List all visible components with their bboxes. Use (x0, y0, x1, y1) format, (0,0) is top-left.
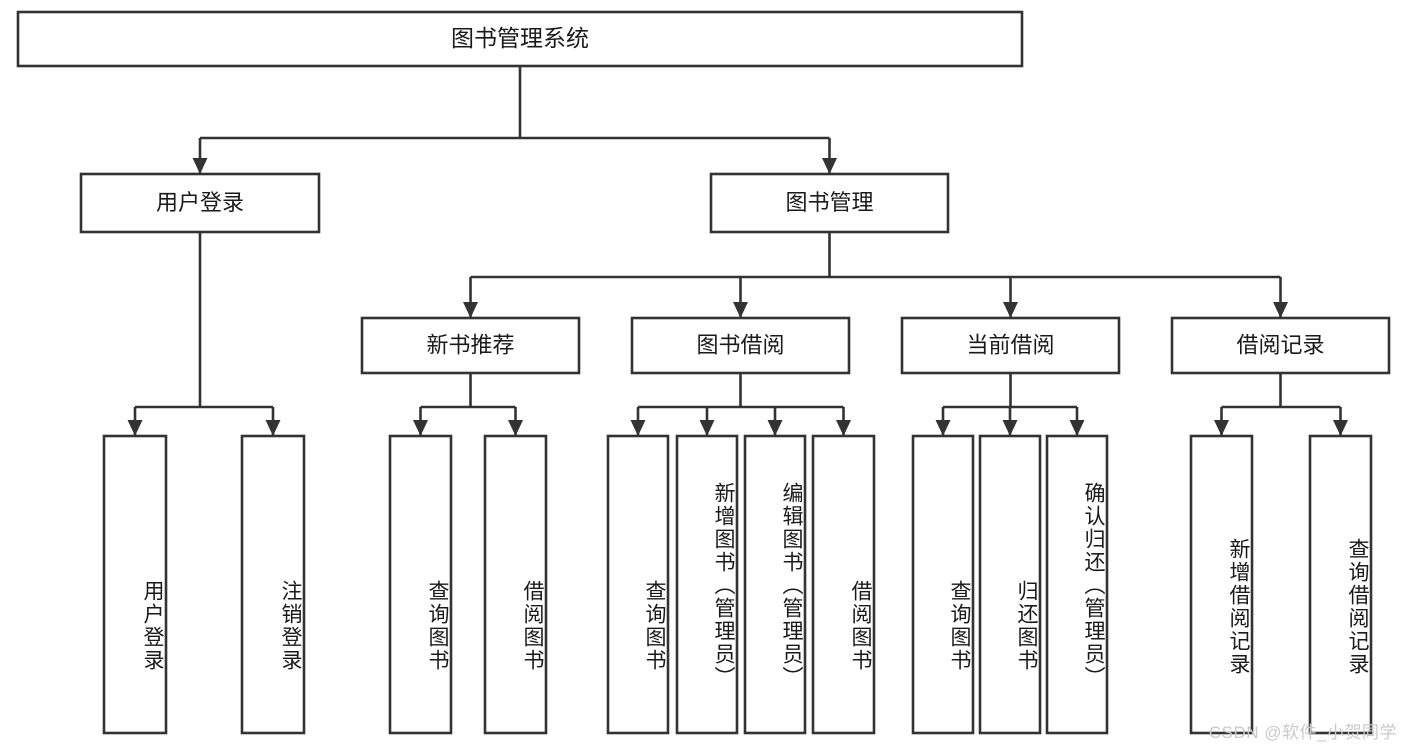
node-box-current-borrow[interactable] (900, 316, 1121, 375)
node-box-book-manage[interactable] (709, 172, 950, 234)
node-box-leaf-add-record[interactable] (1189, 434, 1254, 735)
arrow-head-icon (630, 420, 646, 436)
node-box-leaf-borrow-book[interactable] (811, 434, 876, 735)
node-box-root[interactable] (16, 10, 1024, 68)
csdn-watermark: CSDN @软件_小贺同学 (1208, 723, 1397, 742)
arrow-head-icon (1003, 302, 1018, 318)
arrow-head-icon (1002, 420, 1018, 436)
node-box-leaf-query-book-rec[interactable] (388, 434, 453, 735)
node-label-user-login: 用户登录 (156, 190, 244, 215)
arrow-head-icon (413, 420, 428, 436)
node-box-new-book-recommend[interactable] (360, 316, 581, 375)
arrow-head-icon (1214, 420, 1229, 436)
node-box-leaf-query-book-borrow[interactable] (606, 434, 670, 735)
arrow-head-icon (463, 302, 478, 318)
arrow-head-icon (265, 420, 281, 436)
node-box-leaf-borrow-book-rec[interactable] (483, 434, 548, 735)
connector-lines (127, 66, 1348, 436)
node-label-new-book-recommend: 新书推荐 (426, 332, 514, 357)
node-box-leaf-return-book[interactable] (978, 434, 1042, 735)
arrow-head-icon (192, 158, 208, 174)
arrow-head-icon (1069, 420, 1085, 436)
node-box-leaf-logout[interactable] (240, 434, 306, 735)
node-box-leaf-confirm-return[interactable] (1045, 434, 1109, 735)
arrow-head-icon (1333, 420, 1348, 436)
arrow-head-icon (836, 420, 851, 436)
node-box-leaf-edit-book[interactable] (743, 434, 807, 735)
node-label-book-borrow: 图书借阅 (696, 332, 784, 357)
arrow-head-icon (767, 420, 783, 436)
node-box-book-borrow[interactable] (630, 316, 851, 375)
node-label-book-manage: 图书管理 (785, 190, 873, 215)
arrow-head-icon (1273, 302, 1288, 318)
node-box-leaf-user-login[interactable] (102, 434, 168, 735)
node-box-borrow-record[interactable] (1170, 316, 1391, 375)
arrow-head-icon (127, 420, 143, 436)
node-box-leaf-add-book[interactable] (675, 434, 739, 735)
arrow-head-icon (733, 302, 748, 318)
node-box-user-login[interactable] (79, 172, 321, 234)
node-label-borrow-record: 借阅记录 (1236, 332, 1324, 357)
node-box-leaf-query-record[interactable] (1308, 434, 1373, 735)
node-label-current-borrow: 当前借阅 (966, 332, 1054, 357)
arrow-head-icon (508, 420, 523, 436)
arrow-head-icon (822, 158, 837, 174)
arrow-head-icon (935, 420, 951, 436)
node-box-leaf-query-book-current[interactable] (911, 434, 975, 735)
arrow-head-icon (699, 420, 715, 436)
node-label-root: 图书管理系统 (451, 25, 589, 51)
